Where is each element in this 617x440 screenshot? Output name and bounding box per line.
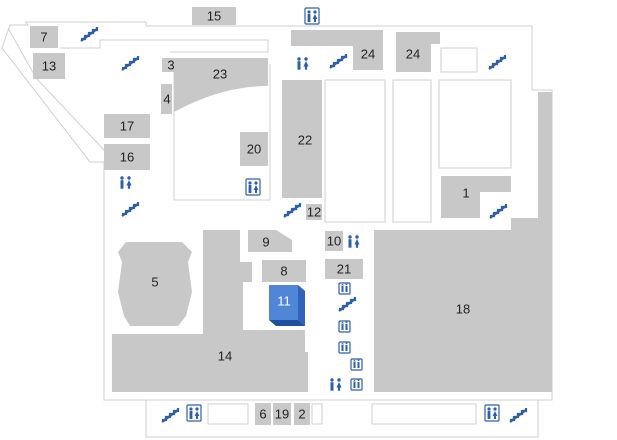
- store-1-label: 1: [462, 186, 469, 201]
- store-21[interactable]: [325, 259, 363, 279]
- elevator-icon[interactable]: [338, 320, 351, 333]
- empty-unit: [371, 403, 477, 425]
- restroom-icon[interactable]: [484, 404, 500, 422]
- store-24a-label: 24: [361, 47, 375, 62]
- store-4[interactable]: [161, 84, 172, 114]
- store-13-label: 13: [42, 59, 56, 74]
- store-16[interactable]: [104, 144, 150, 170]
- store-22[interactable]: [282, 80, 322, 198]
- store-3[interactable]: [162, 58, 180, 72]
- store-18-label: 18: [456, 302, 470, 317]
- store-23-label: 23: [213, 67, 227, 82]
- store-18[interactable]: [374, 92, 552, 392]
- corridor-line: [173, 64, 271, 201]
- store-11-label: 11: [277, 294, 291, 309]
- store-16-label: 16: [120, 150, 134, 165]
- store-24b-label: 24: [406, 47, 420, 62]
- store-4-label: 4: [163, 92, 170, 107]
- store-1[interactable]: [441, 176, 511, 218]
- store-17-label: 17: [120, 119, 134, 134]
- store-15[interactable]: [192, 7, 236, 25]
- store-24b[interactable]: [396, 32, 440, 72]
- store-22-label: 22: [298, 133, 312, 148]
- restroom-icon[interactable]: [186, 404, 202, 422]
- store-15-label: 15: [207, 9, 221, 24]
- elevator-icon[interactable]: [350, 378, 363, 391]
- elevator-icon[interactable]: [338, 282, 351, 295]
- store-6[interactable]: [255, 403, 271, 425]
- empty-unit: [324, 79, 386, 223]
- empty-unit: [392, 79, 432, 223]
- empty-unit: [440, 47, 478, 73]
- store-10[interactable]: [325, 231, 343, 251]
- elevator-icon[interactable]: [338, 341, 351, 354]
- empty-unit: [207, 403, 249, 425]
- store-6-label: 6: [259, 407, 266, 422]
- store-20-label: 20: [247, 142, 261, 157]
- store-20[interactable]: [240, 132, 268, 166]
- store-11-selected[interactable]: 11: [269, 285, 305, 326]
- store-11-front: [269, 285, 298, 320]
- store-7[interactable]: [30, 26, 58, 48]
- store-13[interactable]: [33, 53, 65, 79]
- store-9-label: 9: [262, 235, 269, 250]
- corridor-line: [60, 39, 269, 53]
- empty-unit: [438, 79, 512, 169]
- store-11-base: [269, 320, 305, 326]
- store-14-label: 14: [218, 349, 232, 364]
- store-19-label: 19: [275, 407, 289, 422]
- store-12[interactable]: [306, 204, 322, 220]
- store-10-label: 10: [327, 234, 341, 249]
- store-12-label: 12: [307, 205, 321, 220]
- store-9[interactable]: [248, 230, 292, 252]
- store-8[interactable]: [262, 260, 306, 282]
- restroom-icon[interactable]: [245, 178, 261, 196]
- store-2-label: 2: [298, 407, 305, 422]
- restroom-icon[interactable]: [304, 7, 320, 25]
- store-24a-main[interactable]: [353, 40, 383, 70]
- elevator-icon[interactable]: [350, 358, 363, 371]
- store-7-label: 7: [40, 30, 47, 45]
- store-2[interactable]: [294, 403, 310, 425]
- store-17[interactable]: [104, 114, 150, 138]
- store-5-label: 5: [151, 275, 158, 290]
- store-8-label: 8: [280, 264, 287, 279]
- store-11-side: [298, 285, 305, 326]
- store-21-label: 21: [337, 262, 351, 277]
- store-5[interactable]: [118, 242, 192, 326]
- store-23[interactable]: [174, 58, 268, 112]
- store-19[interactable]: [273, 403, 291, 425]
- store-3-label: 3: [167, 58, 174, 73]
- store-14[interactable]: [112, 230, 308, 392]
- empty-unit: [311, 403, 323, 425]
